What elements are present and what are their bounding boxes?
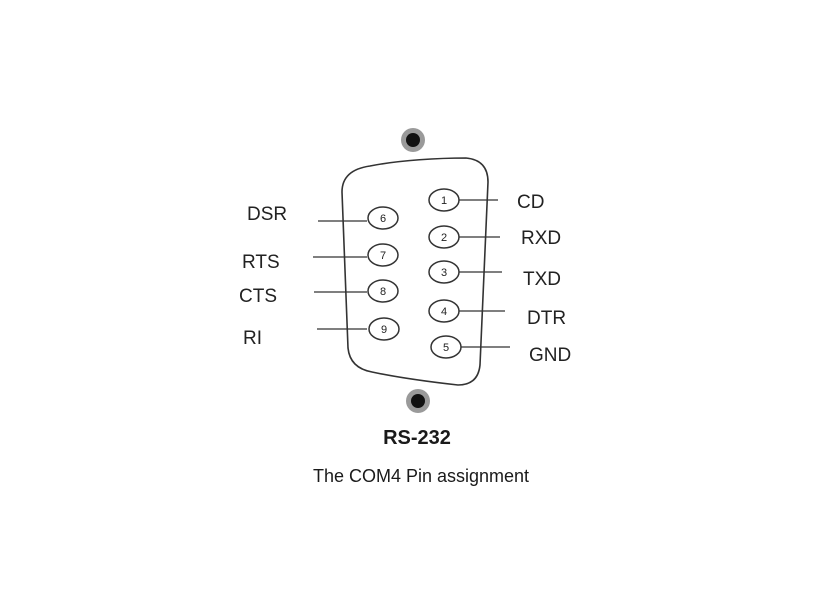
connector-shell (341, 157, 489, 386)
pin-1: 1 (428, 188, 460, 212)
pin-8-number: 8 (380, 286, 386, 298)
pin-2: 2 (428, 225, 460, 249)
pin-4-signal-label: DTR (527, 308, 566, 329)
diagram-caption: The COM4 Pin assignment (313, 466, 529, 486)
pin-5: 5 (430, 335, 462, 359)
pin-9-number: 9 (381, 324, 387, 336)
pin-4: 4 (428, 299, 460, 323)
pin-7: 7 (367, 243, 399, 267)
pin-3: 3 (428, 260, 460, 284)
pin-2-number: 2 (441, 232, 447, 244)
pin-2-signal-label: RXD (521, 228, 561, 249)
pin-3-number: 3 (441, 267, 447, 279)
pin-1-number: 1 (441, 195, 447, 207)
pin-6: 6 (367, 206, 399, 230)
pin-7-signal-label: RTS (242, 252, 280, 273)
pin-5-number: 5 (443, 342, 449, 354)
mount-hole-top (401, 128, 425, 152)
pin-4-number: 4 (441, 306, 447, 318)
pin-6-signal-label: DSR (247, 204, 287, 225)
pin-8: 8 (367, 279, 399, 303)
mount-hole-bottom (406, 389, 430, 413)
pin-9: 9 (368, 317, 400, 341)
pin-1-signal-label: CD (517, 192, 544, 213)
pin-6-number: 6 (380, 213, 386, 225)
pin-3-signal-label: TXD (523, 269, 561, 290)
diagram-title: RS-232 (383, 427, 451, 449)
pin-5-signal-label: GND (529, 345, 571, 366)
pin-8-signal-label: CTS (239, 286, 277, 307)
pin-7-number: 7 (380, 250, 386, 262)
pin-9-signal-label: RI (243, 328, 262, 349)
